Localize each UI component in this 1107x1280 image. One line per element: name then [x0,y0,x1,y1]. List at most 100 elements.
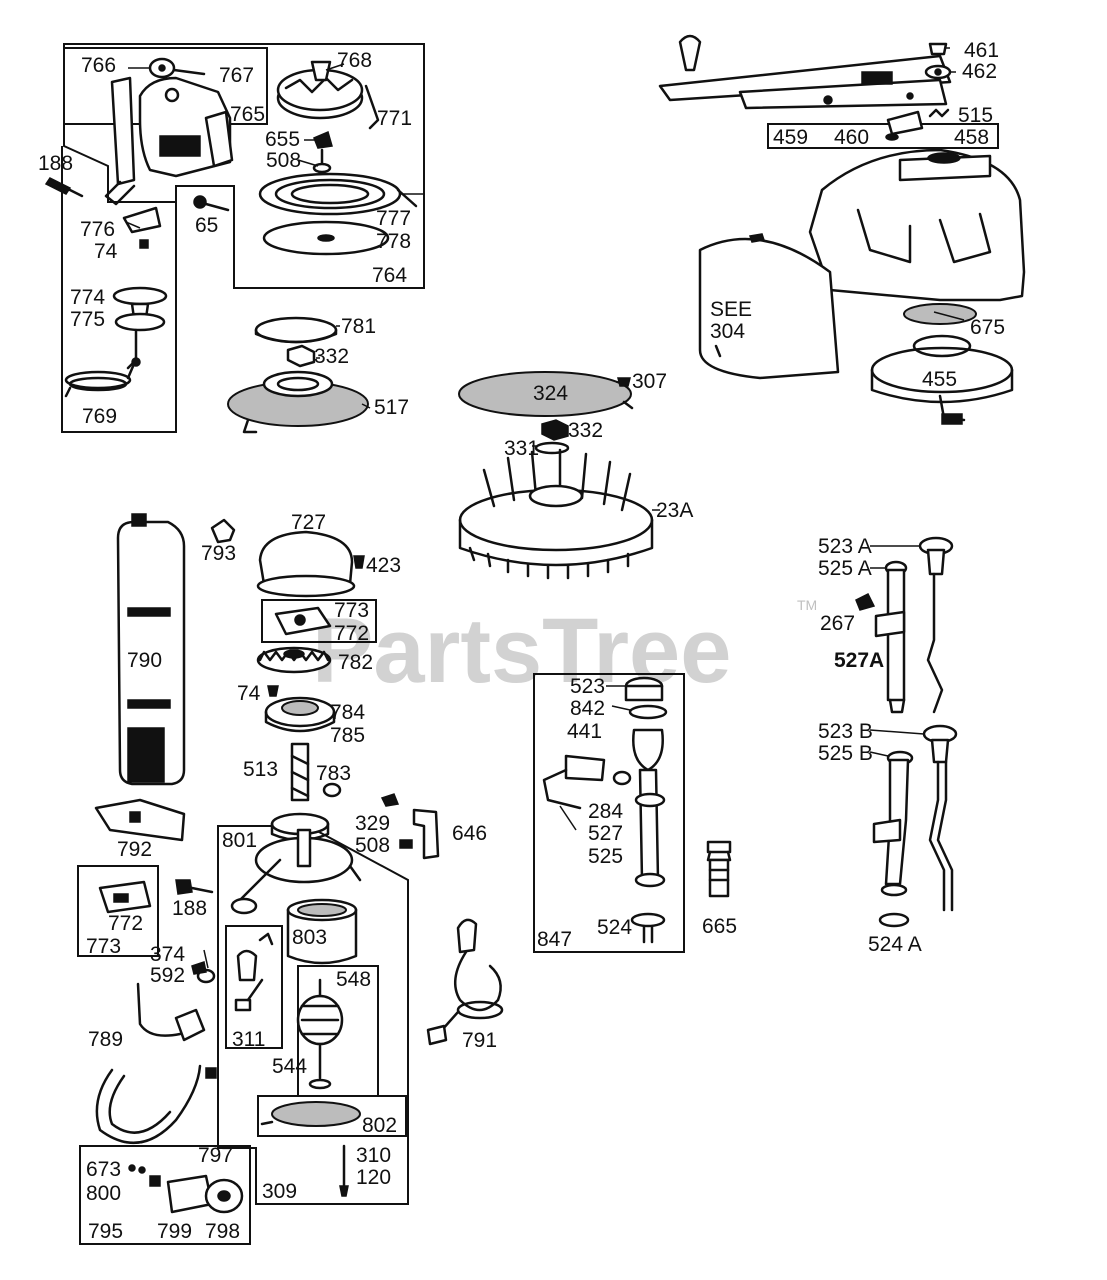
part-label-460: 460 [834,126,869,149]
part-label-441: 441 [567,720,602,743]
part-label-508: 508 [266,149,301,172]
part-label-515: 515 [958,104,993,127]
part-label-461: 461 [964,39,999,62]
washer-462 [924,64,952,80]
part-label-771: 771 [377,107,412,130]
seal-524a [878,912,910,928]
part-label-727: 727 [291,511,326,534]
part-number-labels: 766 767 768 765 771 655 508 188 776 74 6… [38,39,1005,1243]
tube-525a [874,560,908,714]
starter-housing-801 [230,828,362,915]
part-label-781: 781 [341,315,376,338]
part-label-800: 800 [86,1182,121,1205]
part-label-188-lower: 188 [172,897,207,920]
flywheel-23a [458,448,654,580]
part-label-329: 329 [355,812,390,835]
washer-331 [534,441,570,455]
dipstick-tube-847 [624,676,668,944]
part-label-524: 524 [597,916,632,939]
part-label-517: 517 [374,396,409,419]
screw-307 [617,377,631,387]
part-label-423: 423 [366,554,401,577]
screen-517 [227,370,369,434]
part-label-772: 772 [334,622,369,645]
control-lever [658,34,952,110]
gear-782 [256,646,332,674]
screw-65 [193,195,230,212]
part-label-188: 188 [38,152,73,175]
nut-592 [191,961,216,984]
part-label-665: 665 [702,915,737,938]
part-label-548: 548 [336,968,371,991]
part-label-284: 284 [588,800,623,823]
part-label-784: 784 [330,701,365,724]
part-label-655: 655 [265,128,300,151]
gear-783 [322,782,342,798]
part-label-458: 458 [954,126,989,149]
part-label-775: 775 [70,308,105,331]
dipstick-523b [922,724,958,912]
solenoid-box-795 [79,1145,251,1245]
part-label-765: 765 [230,103,265,126]
brush-box-311 [225,925,283,1049]
part-label-523: 523 [570,675,605,698]
part-label-847: 847 [537,928,572,951]
part-label-525b: 525 B [818,742,873,765]
part-label-455: 455 [922,368,957,391]
part-label-523b: 523 B [818,720,873,743]
bracket-441 [542,754,606,810]
rewind-pulley-768 [276,60,380,130]
spring-washer-766 [148,57,206,79]
part-label-772-lower: 772 [108,912,143,935]
part-label-767: 767 [219,64,254,87]
part-label-791: 791 [462,1029,497,1052]
end-cap-box-802 [257,1095,407,1137]
spring-cover-778 [262,220,390,256]
part-label-462: 462 [962,60,997,83]
part-label-768: 768 [337,49,372,72]
part-label-782: 782 [338,651,373,674]
part-label-304: 304 [710,320,745,343]
screw-267 [855,592,876,611]
part-label-332: 332 [314,345,349,368]
screw-74-mid [267,685,279,697]
part-label-773: 773 [334,599,369,622]
crank-cable-769 [64,362,136,398]
screw-188-lower [175,879,214,895]
part-label-309: 309 [262,1180,297,1203]
part-label-778: 778 [376,230,411,253]
part-label-513: 513 [243,758,278,781]
plate-772-top [274,606,332,636]
part-label-307: 307 [632,370,667,393]
part-label-785: 785 [330,724,365,747]
part-label-374: 374 [150,943,185,966]
part-label-797: 797 [198,1144,233,1167]
part-label-774: 774 [70,286,105,309]
rotating-screen-324 [458,371,634,417]
part-label-310: 310 [356,1144,391,1167]
part-label-801: 801 [222,829,257,852]
part-label-776: 776 [80,218,115,241]
part-label-842: 842 [570,697,605,720]
part-label-331: 331 [504,437,539,460]
armature-544 [296,978,344,1090]
part-label-120: 120 [356,1166,391,1189]
watermark-trademark: TM [797,597,817,613]
screw-461 [928,42,948,56]
part-label-675: 675 [970,316,1005,339]
governor-cover-box-773 [261,599,377,643]
part-label-see: SEE [710,298,752,321]
part-label-525a: 525 A [818,557,872,580]
screw-310-120 [339,1144,349,1197]
part-label-673: 673 [86,1158,121,1181]
spring-515 [928,108,950,118]
field-housing-803 [286,898,358,965]
screw-284 [612,770,632,786]
part-label-798: 798 [205,1220,240,1243]
shroud-304 [698,233,840,380]
part-label-789: 789 [88,1028,123,1051]
part-label-525: 525 [588,845,623,868]
part-label-527a: 527A [834,649,884,672]
screw-188-top [44,177,84,198]
